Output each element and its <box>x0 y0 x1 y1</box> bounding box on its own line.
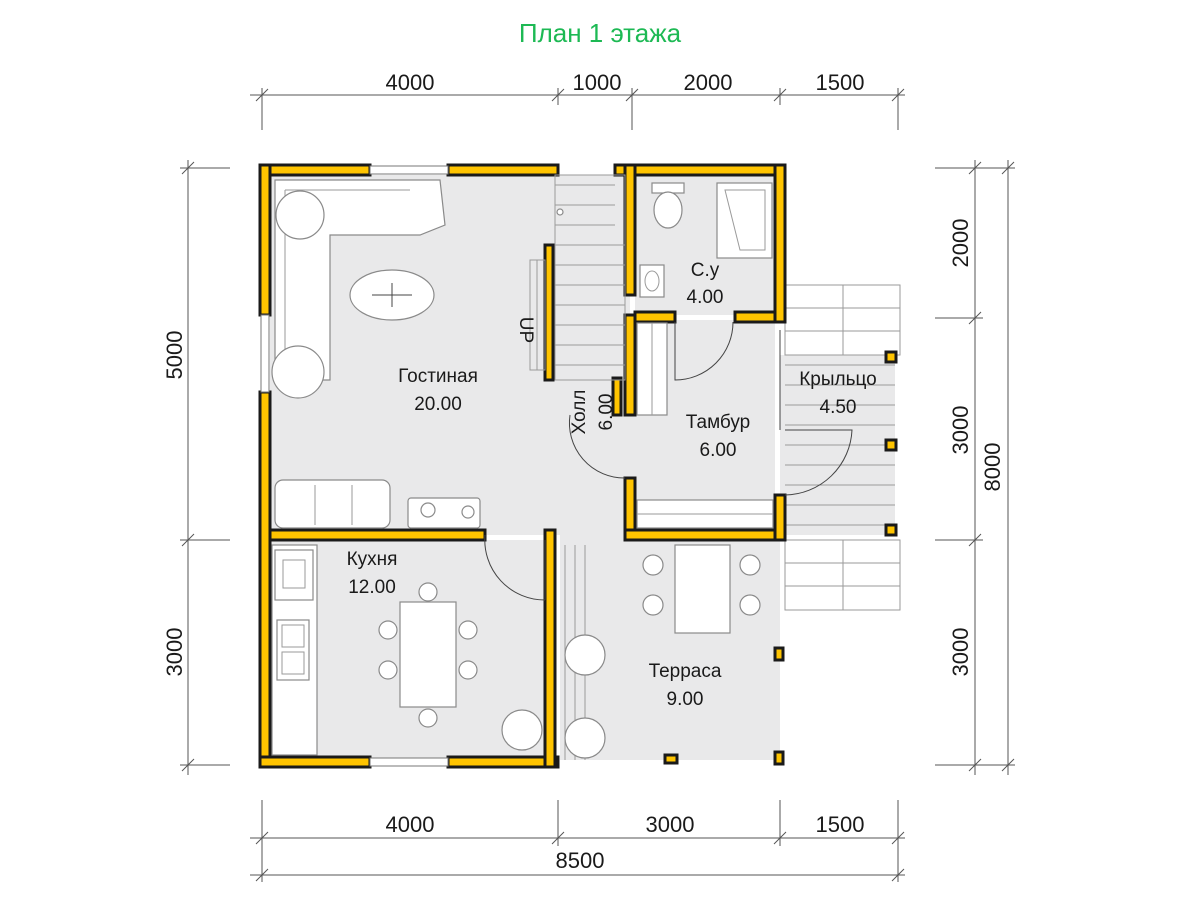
room-name-terrace: Терраса <box>649 661 722 682</box>
room-area-bathroom: 4.00 <box>687 287 724 308</box>
hall-floor <box>555 175 630 535</box>
dim-top-3: 2000 <box>684 70 733 95</box>
terrace-table <box>674 544 731 634</box>
walls <box>258 163 787 769</box>
porch-steps <box>784 284 901 611</box>
vestibule-wardrobes <box>636 322 774 529</box>
dimension-bottom: 4000 3000 1500 8500 <box>250 800 905 882</box>
room-area-living: 20.00 <box>414 394 462 415</box>
staircase: UP <box>515 174 626 381</box>
dim-total-width: 8500 <box>556 848 605 873</box>
room-area-terrace: 9.00 <box>667 689 704 710</box>
dimension-left: 5000 3000 <box>162 160 230 775</box>
terrace-armchair <box>564 634 606 676</box>
dim-right-3: 3000 <box>948 628 973 677</box>
room-area-hall: 6.00 <box>596 394 617 431</box>
dim-bottom-1: 4000 <box>386 812 435 837</box>
kitchen-armchair <box>501 709 543 751</box>
dim-left-2: 3000 <box>162 628 187 677</box>
room-name-hall: Холл <box>569 390 590 435</box>
terrace-furniture <box>564 544 761 759</box>
sofa <box>274 479 391 529</box>
room-area-vestibule: 6.00 <box>700 440 737 461</box>
doors <box>484 321 853 601</box>
room-area-kitchen: 12.00 <box>348 577 396 598</box>
dimension-top: 4000 1000 2000 1500 <box>250 70 905 130</box>
room-labels: Гостиная 20.00 С.у 4.00 Тамбур 6.00 Крыл… <box>347 260 877 710</box>
toilet-bowl <box>653 191 683 229</box>
living-furniture <box>271 179 481 529</box>
dim-top-2: 1000 <box>573 70 622 95</box>
dim-total-height: 8000 <box>980 443 1005 492</box>
bathroom-fixtures <box>639 182 773 298</box>
stove <box>274 549 314 601</box>
dim-top-1: 4000 <box>386 70 435 95</box>
plan-title: План 1 этажа <box>518 18 682 48</box>
stairs-up-label: UP <box>515 317 536 343</box>
shower-cabin <box>716 182 773 259</box>
terrace-posts <box>663 350 898 766</box>
window-living-left <box>260 314 270 393</box>
dim-bottom-3: 1500 <box>816 812 865 837</box>
room-name-vestibule: Тамбур <box>686 412 751 433</box>
room-area-porch: 4.50 <box>820 397 857 418</box>
room-name-kitchen: Кухня <box>347 549 398 570</box>
window-kitchen-bottom <box>369 757 449 767</box>
kitchen-furniture <box>271 544 543 756</box>
dim-left-1: 5000 <box>162 331 187 380</box>
room-name-bathroom: С.у <box>691 260 720 281</box>
room-name-living: Гостиная <box>398 366 478 387</box>
dim-right-2: 3000 <box>948 406 973 455</box>
dim-bottom-2: 3000 <box>646 812 695 837</box>
bathroom-sink <box>639 264 665 298</box>
dim-right-1: 2000 <box>948 219 973 268</box>
dim-top-4: 1500 <box>816 70 865 95</box>
windows <box>260 165 449 767</box>
dimension-right: 2000 3000 3000 8000 <box>935 160 1015 775</box>
room-name-porch: Крыльцо <box>799 369 877 390</box>
terrace-armchair <box>564 717 606 759</box>
window-living-top <box>369 165 449 175</box>
dining-table <box>399 601 457 708</box>
